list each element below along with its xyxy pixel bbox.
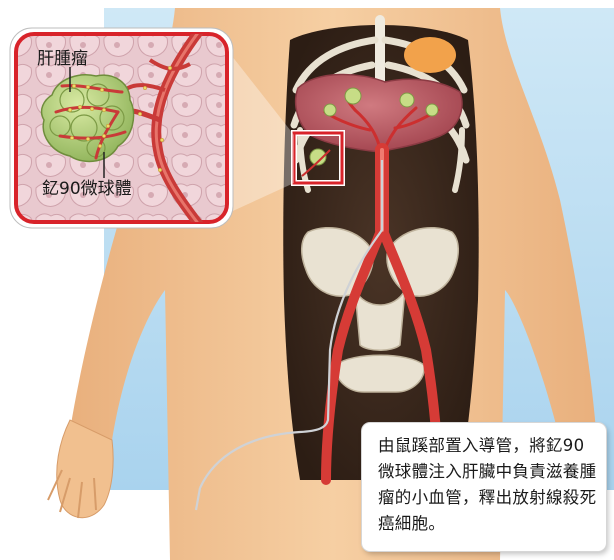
caption-text: 由鼠蹊部置入導管，將釔90微球體注入肝臟中負責滋養腫瘤的小血管，釋出放射線殺死癌… — [378, 433, 598, 537]
tumor-label: 肝腫瘤 — [37, 51, 88, 68]
microsphere-label: 釔90微球體 — [42, 181, 132, 198]
stomach — [404, 37, 456, 73]
